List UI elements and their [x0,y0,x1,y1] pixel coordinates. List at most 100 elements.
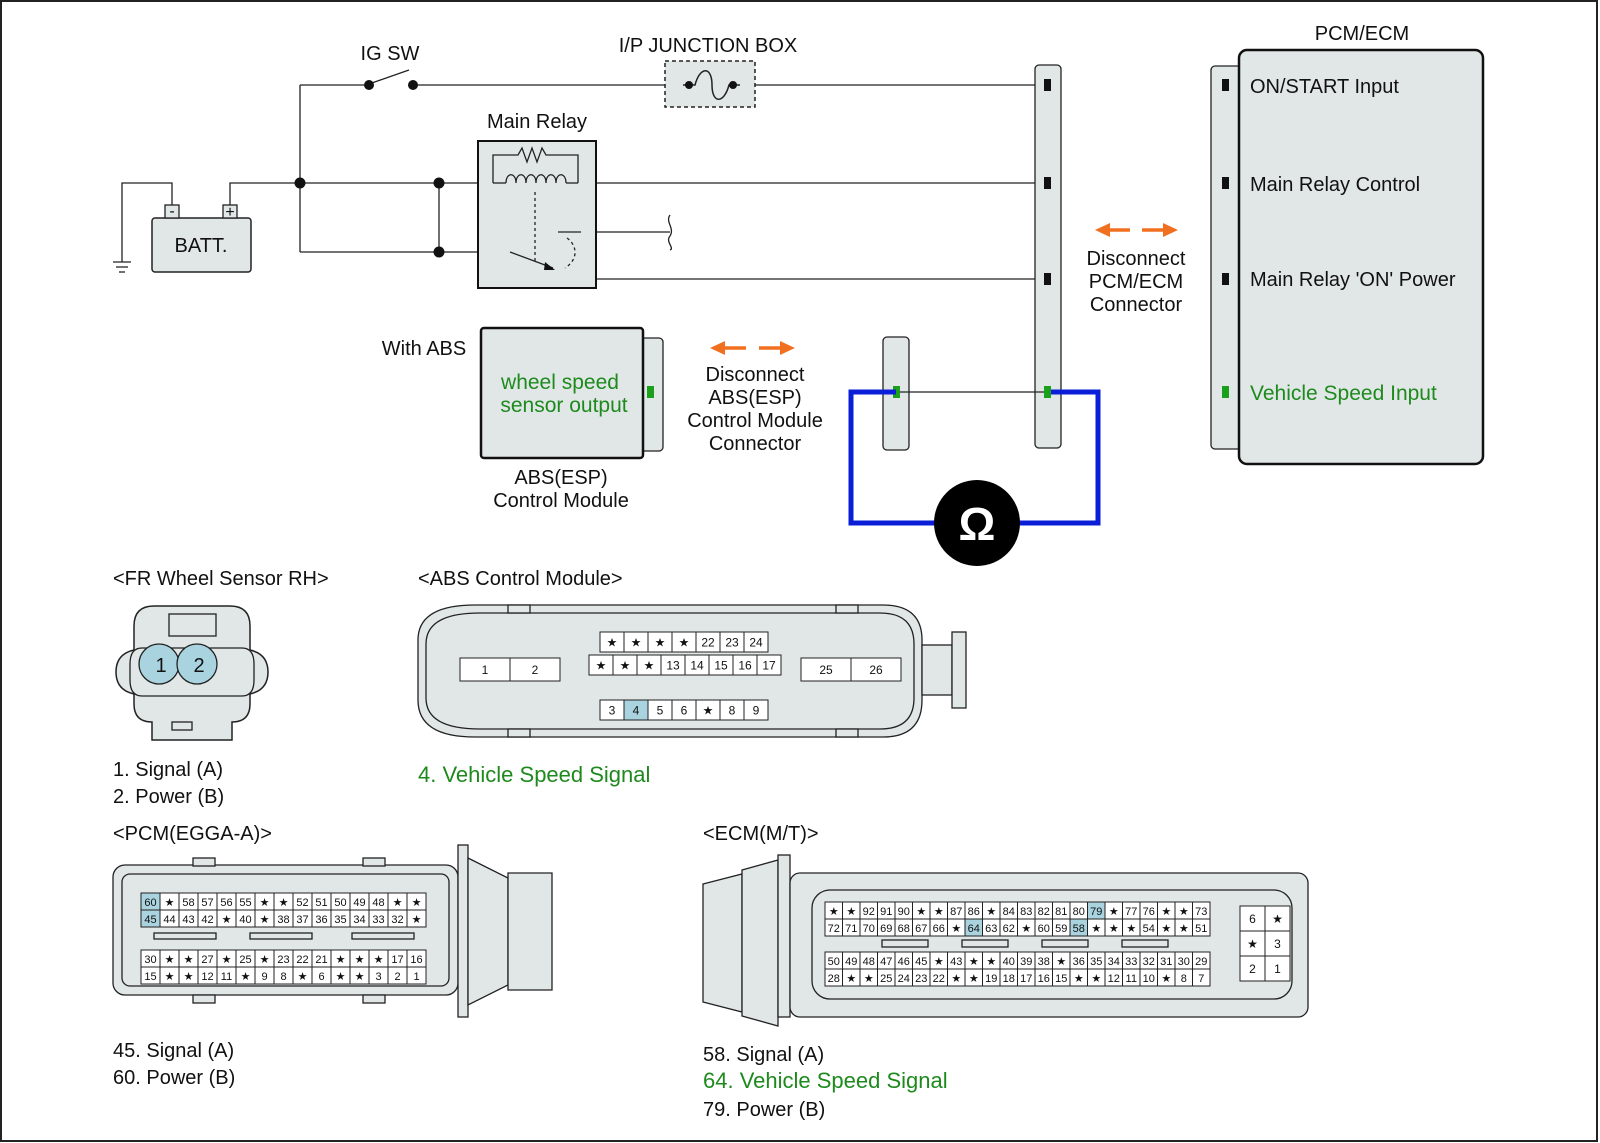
ecm-note-1: 58. Signal (A) [703,1044,824,1066]
pin-label: 23 [915,973,927,985]
pin-label: 70 [863,923,875,935]
pin-label: ★ [412,897,422,909]
pin-label: 32 [1143,956,1155,968]
main-relay-box [477,140,597,289]
pin-label: ★ [184,971,194,983]
pin-label: ★ [620,659,631,673]
junction-box [664,60,756,108]
fr-sensor-note-1: 1. Signal (A) [113,759,223,781]
pcm-side-connector [1034,64,1062,449]
pin-label: ★ [336,971,346,983]
pin-label: ★ [165,897,175,909]
pin-cell [1264,930,1291,957]
fr-sensor-pin-2: 2 [193,655,204,677]
ohm-symbol: Ω [959,498,996,550]
pin-label: 26 [869,663,883,677]
pin-label: ★ [969,973,979,985]
pin-label: 59 [1055,923,1067,935]
pin-label: 5 [657,704,664,718]
fr-sensor-title: <FR Wheel Sensor RH> [113,568,329,590]
pin-label: 1 [413,971,419,983]
ecm-connector-shell [702,854,1309,1027]
disconnect-pcm-line3: Connector [1090,294,1183,316]
pin-label: 80 [1073,906,1085,918]
pin-label: 44 [163,914,175,926]
pin-label: 60 [144,897,156,909]
pin-label: 48 [372,897,384,909]
pin-label: 83 [1020,906,1032,918]
pin-label: 24 [749,636,763,650]
pin-label: 22 [296,954,308,966]
pin-label: ★ [260,954,270,966]
pin-label: ★ [607,636,618,650]
pin-label: 21 [315,954,327,966]
pin-label: 82 [1038,906,1050,918]
fr-sensor-connector [115,605,269,741]
pin-label: 43 [950,956,962,968]
pin-label: 2 [1249,962,1256,976]
pin-label: 34 [1108,956,1120,968]
pin-label: 69 [880,923,892,935]
pin-label: 58 [182,897,194,909]
pin-label: ★ [222,914,232,926]
pin-label: 15 [1055,973,1067,985]
pin-label: ★ [1161,973,1171,985]
pin-label: 22 [701,636,715,650]
pin-label: 6 [318,971,324,983]
fr-sensor-note-2: 2. Power (B) [113,786,224,808]
disconnect-arrows-pcm [1095,223,1178,237]
pin-label: ★ [298,971,308,983]
disconnect-pcm-line1: Disconnect [1087,248,1186,270]
battery-box [151,217,252,273]
pin-label: 6 [1249,912,1256,926]
pin-label: 11 [1126,973,1137,985]
pin-label: 29 [1195,956,1207,968]
pin-label: 51 [1195,923,1207,935]
disconnect-arrows-abs [710,341,795,355]
pin-label: 92 [863,906,875,918]
pin-label: 55 [239,897,251,909]
pin-cell [509,657,561,682]
pin-label: ★ [829,906,839,918]
pin-label: ★ [412,914,422,926]
pcm-pin-on-start: ON/START Input [1250,76,1399,98]
pin-label: ★ [916,906,926,918]
pin-cell [1239,905,1266,932]
pin-label: 37 [296,914,308,926]
pin-label: 28 [828,973,840,985]
pin-label: 4 [633,704,640,718]
pin-label: 23 [277,954,289,966]
abs-connector-note: 4. Vehicle Speed Signal [418,762,650,787]
pin-label: 34 [353,914,365,926]
junction-box-label: I/P JUNCTION BOX [619,35,798,57]
pin-label: ★ [165,971,175,983]
pin-label: ★ [222,954,232,966]
pin-label: 23 [725,636,739,650]
pcm-ecm-module [1237,48,1485,466]
battery-positive-terminal [222,204,238,219]
pin-label: 16 [738,659,752,673]
ohmmeter-icon [934,480,1020,566]
pin-label: ★ [934,956,944,968]
abs-output-line2: sensor output [500,394,627,417]
ecm-connector-title: <ECM(M/T)> [703,823,819,845]
pin-cell [1264,905,1291,932]
pin-label: 63 [985,923,997,935]
abs-esp-module [479,326,645,460]
disconnect-abs-line1: Disconnect [706,364,805,386]
pin-label: 8 [280,971,286,983]
pin-label: 52 [296,897,308,909]
pin-label: 13 [666,659,680,673]
pin-label: 25 [880,973,892,985]
pin-label: 90 [898,906,910,918]
pin-cell [1192,918,1211,937]
pin-label: 8 [729,704,736,718]
pin-label: ★ [986,906,996,918]
pin-label: 2 [532,663,539,677]
pin-label: ★ [260,914,270,926]
ohmmeter-lead-right [1018,389,1101,526]
pin-label: ★ [1109,923,1119,935]
pin-label: 8 [1181,973,1187,985]
pin-label: 38 [277,914,289,926]
abs-connector-title: <ABS Control Module> [418,568,623,590]
